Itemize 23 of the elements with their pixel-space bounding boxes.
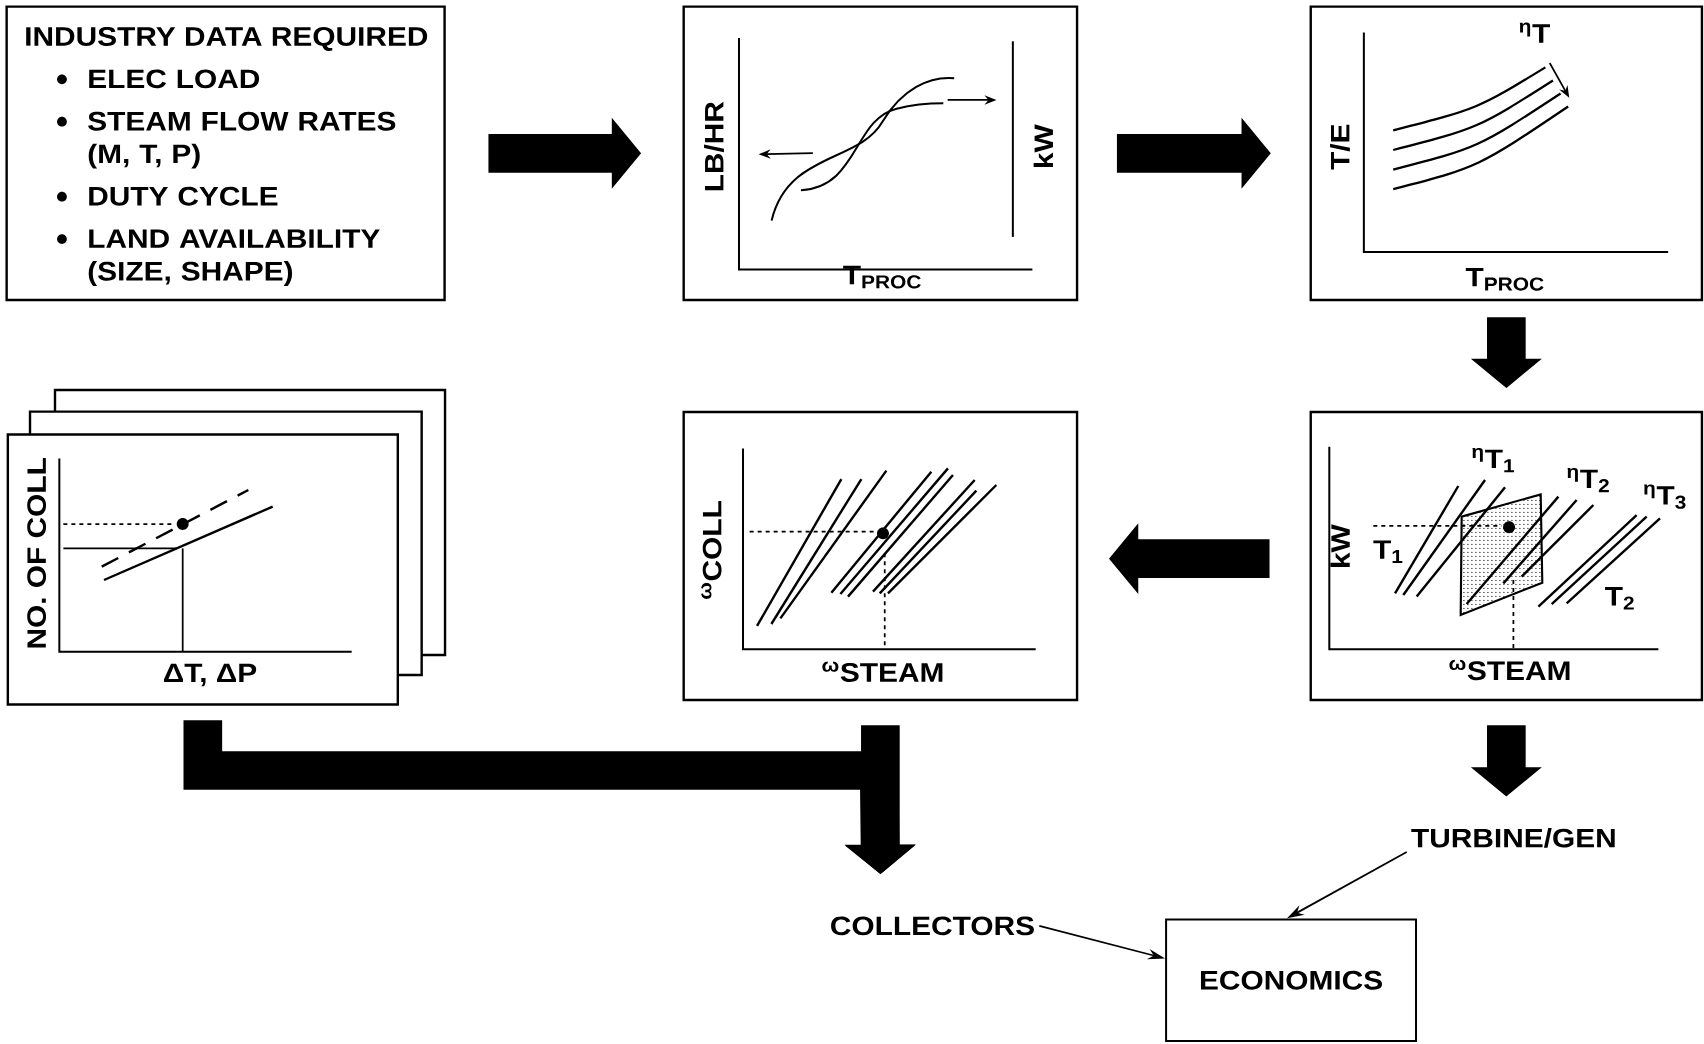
economics-box: ECONOMICS — [1165, 918, 1417, 1042]
axis-label: kW — [1033, 124, 1053, 167]
axis-label: T/E — [1330, 124, 1350, 170]
axis-label: kW — [1330, 524, 1350, 567]
curve-label: $^{η}$T$_{2}$ — [1567, 467, 1609, 492]
axis-label: T$_{PROC}$ — [1465, 267, 1544, 291]
curve-label: $^{η}$T — [1519, 22, 1550, 43]
axis-label: $^{ω}$STEAM — [822, 661, 943, 682]
bullet-item: LAND AVAILABILITY (SIZE, SHAPE) — [57, 229, 380, 286]
axis-label: $^{ω}$STEAM — [1449, 659, 1570, 680]
axis-label: T$_{PROC}$ — [843, 265, 921, 289]
curve-label: $^{η}$T$_{3}$ — [1644, 484, 1686, 509]
bullet-item: DUTY CYCLE — [57, 186, 278, 206]
heading: INDUSTRY DATA REQUIRED — [26, 26, 428, 51]
axis-label: LB/HR — [704, 101, 724, 191]
curve-label: T$_{1}$ — [1373, 540, 1403, 563]
bullet-item: STEAM FLOW RATES (M, T, P) — [57, 111, 396, 169]
curve-label: $^{η}$T$_{1}$ — [1472, 447, 1515, 472]
output-label: COLLECTORS — [831, 916, 1034, 936]
curve-label: T$_{2}$ — [1605, 586, 1634, 610]
axis-label: $^{ω}$COLL — [701, 500, 722, 599]
output-label: TURBINE/GEN — [1411, 827, 1615, 848]
bullet-item: ELEC LOAD — [57, 69, 260, 89]
